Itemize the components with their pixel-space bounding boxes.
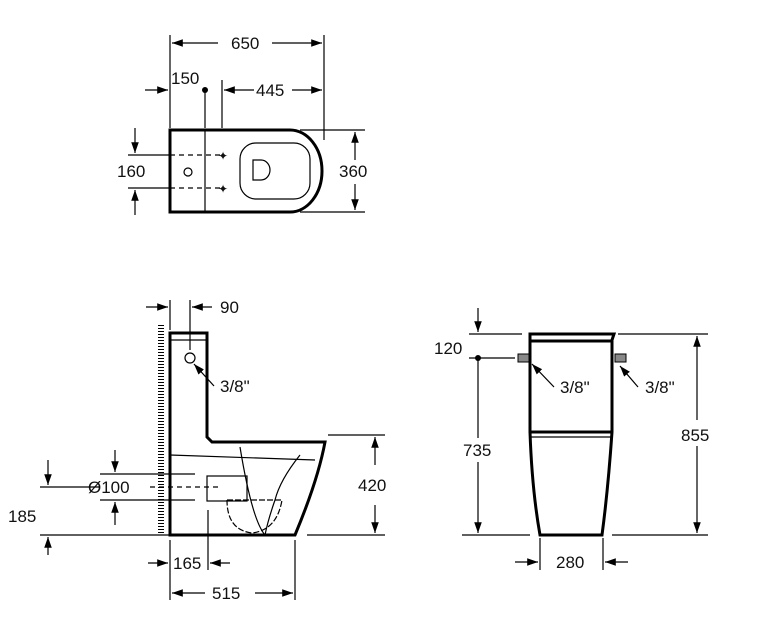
dim-445: 445 bbox=[256, 81, 284, 100]
inlet-hole-icon bbox=[183, 167, 193, 177]
dim-420: 420 bbox=[358, 476, 386, 495]
dim-160: 160 bbox=[117, 162, 145, 181]
side-inlet-size: 3/8" bbox=[220, 377, 250, 396]
toilet-outline-front bbox=[528, 332, 617, 537]
svg-text:✦: ✦ bbox=[218, 182, 228, 196]
dim-650: 650 bbox=[231, 34, 259, 53]
dim-515: 515 bbox=[212, 584, 240, 603]
dim-360: 360 bbox=[339, 162, 367, 181]
dim-120: 120 bbox=[434, 339, 462, 358]
dim-855: 855 bbox=[681, 426, 709, 445]
toilet-outline-top bbox=[168, 128, 324, 214]
right-inlet-icon bbox=[614, 353, 627, 363]
seat-outline bbox=[239, 142, 311, 200]
seat-hinge-icon bbox=[252, 159, 271, 181]
dim-185: 185 bbox=[8, 507, 36, 526]
toilet-outline-side bbox=[168, 331, 327, 537]
svg-text:✦: ✦ bbox=[218, 149, 228, 163]
inlet-icon bbox=[184, 352, 196, 364]
dim-280: 280 bbox=[556, 553, 584, 572]
top-view: ✦ ✦ 650 150 445 160 360 bbox=[117, 34, 367, 215]
dim-165: 165 bbox=[173, 554, 201, 573]
right-inlet-size: 3/8" bbox=[645, 378, 675, 397]
dim-90: 90 bbox=[220, 298, 239, 317]
dim-735: 735 bbox=[463, 441, 491, 460]
dim-150: 150 bbox=[171, 69, 199, 88]
side-view: 3/8" 90 Ø100 185 420 165 515 bbox=[8, 298, 386, 603]
left-inlet-size: 3/8" bbox=[560, 378, 590, 397]
dim-outlet-diameter: Ø100 bbox=[88, 478, 130, 497]
front-view: 3/8" 3/8" 120 735 855 280 bbox=[434, 308, 709, 572]
left-inlet-icon bbox=[517, 353, 530, 363]
